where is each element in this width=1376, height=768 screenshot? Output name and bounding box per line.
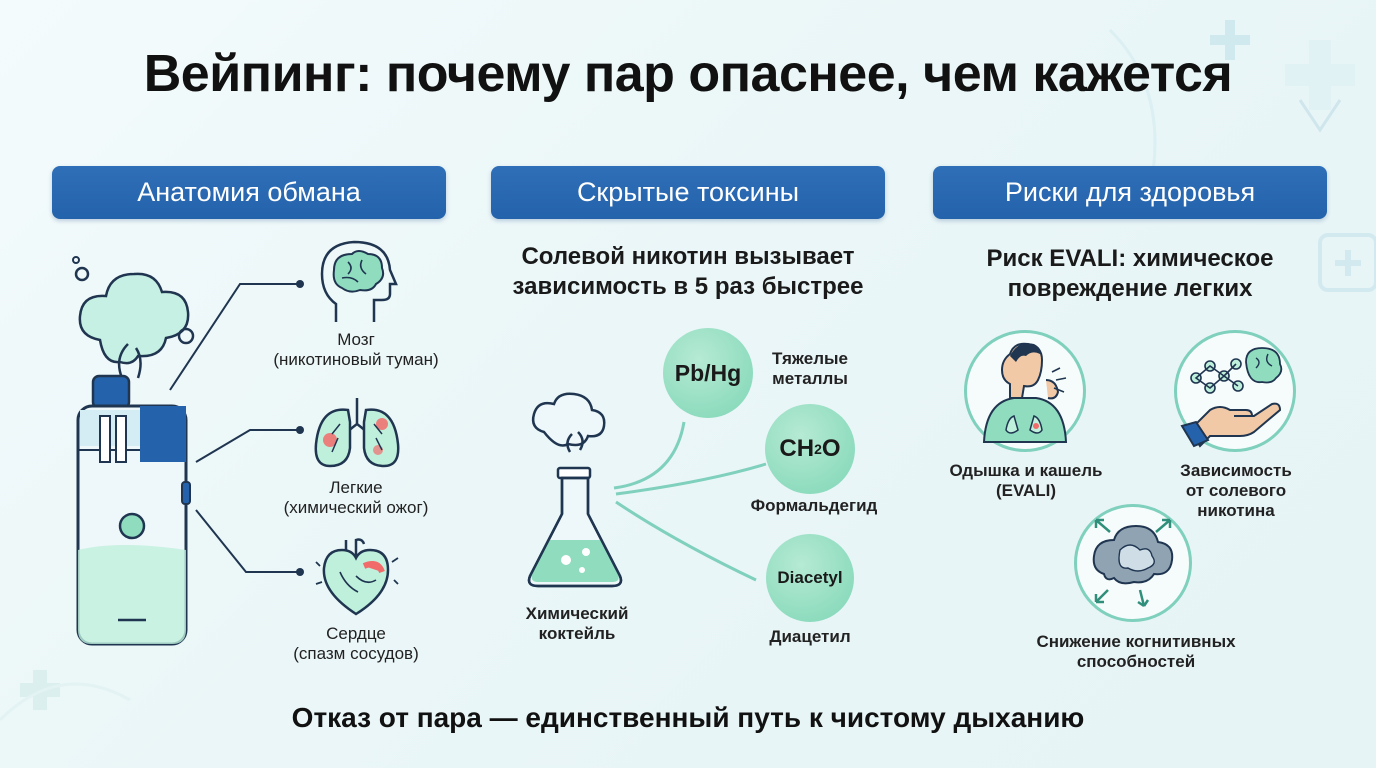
heart-icon (315, 538, 399, 616)
toxin-diacetyl-label: Диацетил (769, 627, 851, 646)
hand-molecule-brain-icon (1180, 347, 1283, 448)
risk-cognitive-line2: способностей (1076, 652, 1196, 671)
formaldehyde-o: O (821, 435, 841, 462)
formaldehyde-sub: 2 (814, 441, 822, 457)
toxin-bubble-diacetyl: Diacetyl (766, 534, 854, 622)
header-toxins: Скрытые токсины (491, 166, 885, 219)
organ-brain-note: (никотиновый туман) (273, 350, 439, 369)
risks-subtitle-line1: Риск EVALI: химическое (986, 245, 1274, 272)
organ-lungs-note: (химический ожог) (283, 498, 429, 517)
lungs-icon (314, 398, 400, 468)
toxin-heavy-metals-line1: Тяжелые (772, 349, 848, 368)
risk-cough-line1: Одышка и кашель (949, 461, 1103, 480)
organ-heart-note: (спазм сосудов) (293, 644, 419, 663)
risks-subtitle-line2: повреждение легких (1007, 275, 1253, 302)
risk-cough-line2: (EVALI) (995, 481, 1057, 500)
organ-brain-name: Мозг (337, 330, 375, 349)
organ-connectors (169, 280, 304, 576)
toxin-heavy-metals-line2: металлы (772, 369, 848, 388)
formaldehyde-ch: CH (779, 435, 815, 462)
flask-label-line2: коктейль (538, 624, 616, 643)
toxin-formaldehyde-label: Формальдегид (750, 496, 878, 515)
toxins-subtitle-line2: зависимость в 5 раз быстрее (512, 273, 864, 300)
organ-lungs-name: Легкие (329, 478, 383, 497)
organ-heart-name: Сердце (326, 624, 386, 643)
page-title: Вейпинг: почему пар опаснее, чем кажется (143, 45, 1233, 103)
toxin-bubble-heavy-metals: Pb/Hg (663, 328, 753, 418)
risk-cognitive-line1: Снижение когнитивных (1036, 632, 1236, 651)
header-anatomy: Анатомия обмана (52, 166, 446, 219)
toxin-connectors (613, 421, 767, 582)
vape-device-icon (72, 256, 195, 646)
risk-addiction-line2: от солевого (1185, 481, 1287, 500)
risk-addiction-line3: никотина (1197, 501, 1275, 520)
header-risks: Риски для здоровья (933, 166, 1327, 219)
toxins-subtitle-line1: Солевой никотин вызывает (521, 243, 855, 270)
footer-message: Отказ от пара — единственный путь к чист… (291, 702, 1085, 733)
chemical-flask-icon (527, 392, 623, 588)
brain-fog-icon (1092, 518, 1174, 608)
brain-icon (320, 240, 398, 322)
risk-addiction-line1: Зависимость (1180, 461, 1292, 480)
coughing-person-icon (982, 342, 1068, 443)
flask-label-line1: Химический (525, 604, 629, 623)
